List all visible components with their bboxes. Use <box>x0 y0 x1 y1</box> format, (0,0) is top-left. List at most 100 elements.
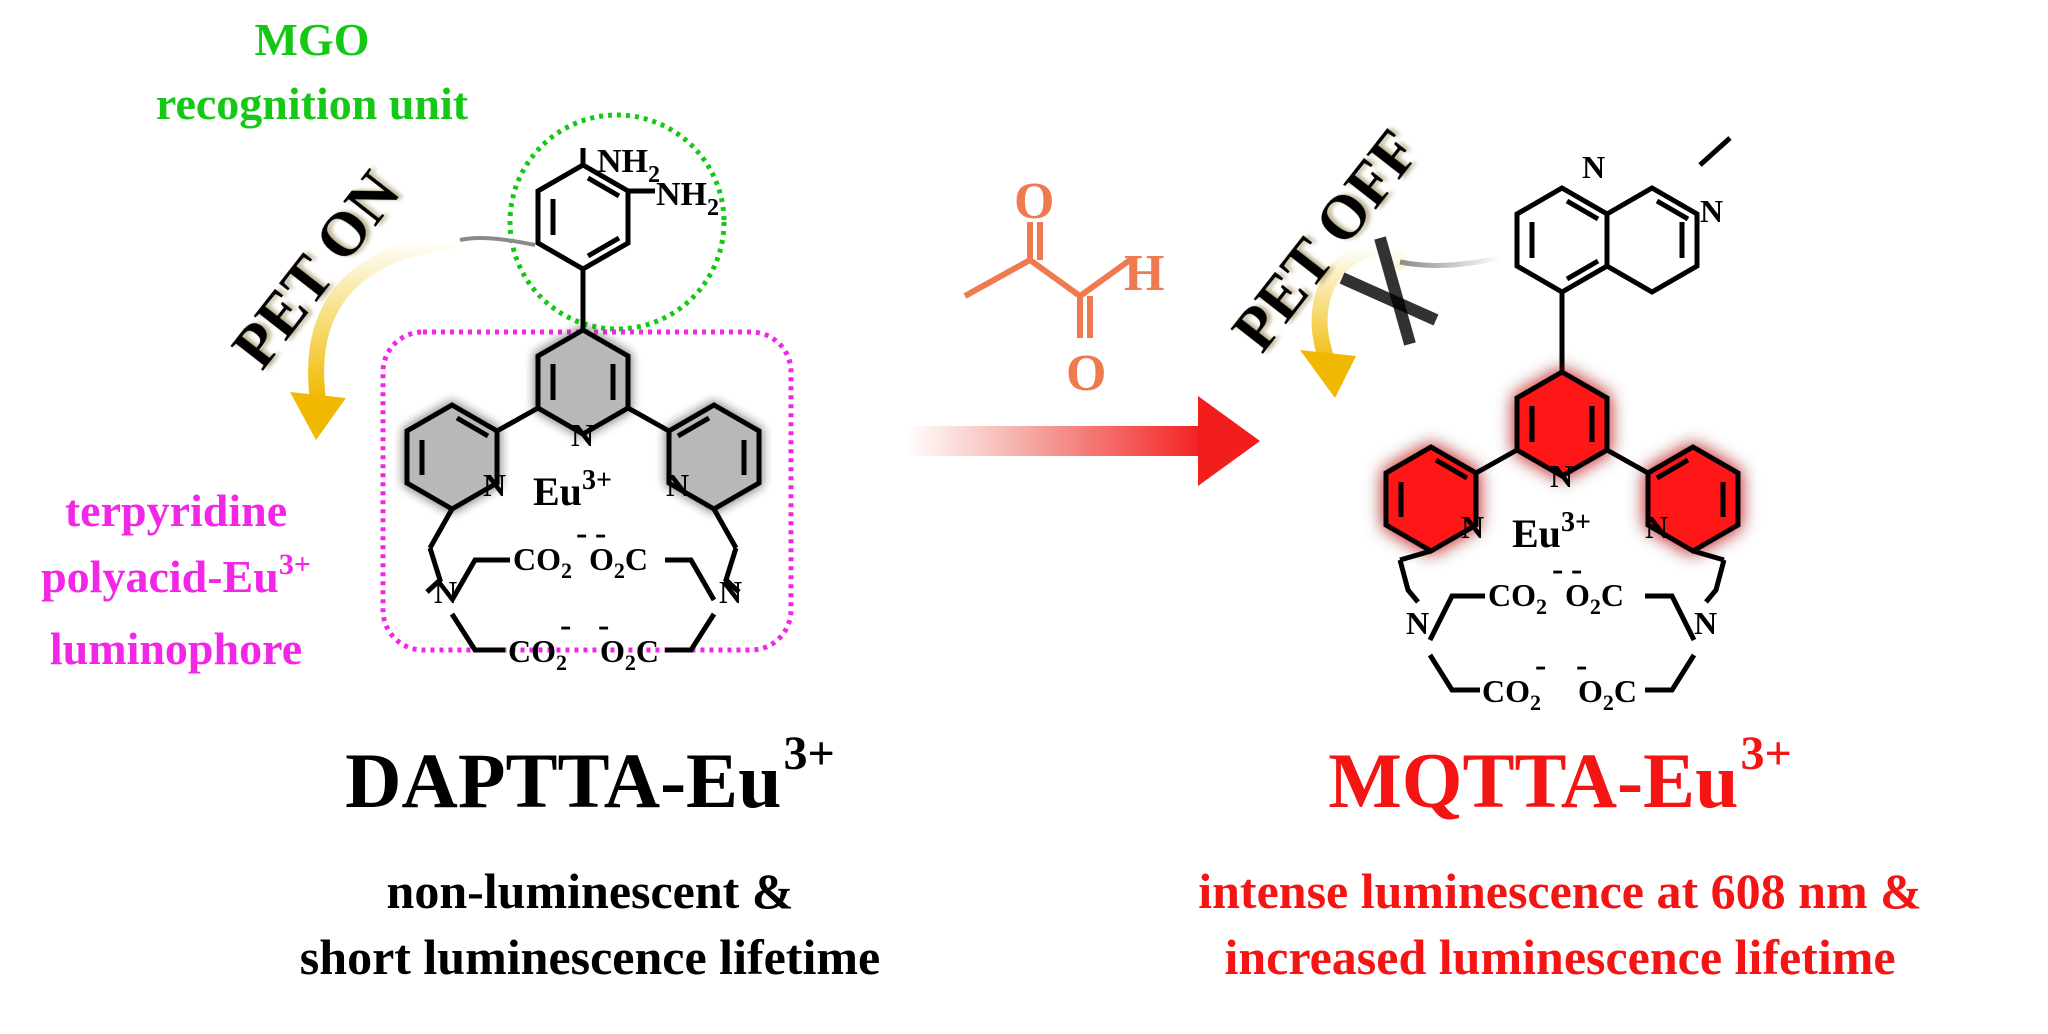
eu-label-left: Eu <box>533 469 582 514</box>
n-quinox-1: N <box>1582 149 1605 185</box>
pet-off-gray-line <box>1399 255 1501 268</box>
svg-text:CO2: CO2 <box>513 541 572 583</box>
terpyridine-red <box>1383 369 1741 554</box>
daptta-name: DAPTTA-Eu <box>345 737 782 824</box>
minus-bottom-left-2: - <box>598 607 609 644</box>
svg-text:NH2: NH2 <box>597 143 660 188</box>
o2c-c-top-left: C <box>625 541 648 577</box>
block-cross-2 <box>1374 236 1416 346</box>
nh2-label-2: NH <box>656 176 707 213</box>
co2-sub-top-right: 2 <box>1536 594 1547 619</box>
recognition-unit-line1: MGO <box>254 14 370 65</box>
quinoxaline-ring <box>1514 136 1732 372</box>
n-quinox-2: N <box>1700 193 1723 229</box>
co2-bottom-right: CO <box>1482 673 1530 709</box>
nh2-sub-1: 2 <box>648 162 660 188</box>
o2c-sub-bottom-right: 2 <box>1603 690 1614 715</box>
pet-off-arrowhead <box>1300 350 1356 398</box>
o2c-bottom-right: O <box>1578 673 1603 709</box>
luminophore-label: terpyridine polyacid-Eu3+ luminophore <box>0 478 352 682</box>
mqtta-name: MQTTA-Eu <box>1328 737 1739 824</box>
block-cross-1 <box>1339 272 1439 326</box>
daptta-title: DAPTTA-Eu3+ <box>290 730 890 820</box>
n-right-right: N <box>1645 509 1668 545</box>
luminophore-line2-text: polyacid-Eu <box>41 551 279 602</box>
o2c-sub-top-right: 2 <box>1590 594 1601 619</box>
o2c-c-bottom-left: C <box>636 633 659 669</box>
pet-on-group: PET ON <box>219 159 536 440</box>
macrocycle-right <box>1397 559 1727 693</box>
daptta-desc-line2: short luminescence lifetime <box>299 929 881 985</box>
mqtta-desc-line2: increased luminescence lifetime <box>1224 929 1896 985</box>
o2c-bottom-left: O <box>600 633 625 669</box>
mqtta-structure <box>1383 136 1741 693</box>
minus-bottom-right-2: - <box>1576 647 1587 684</box>
recognition-unit-line2: recognition unit <box>155 78 469 129</box>
co2-sub-bottom-right: 2 <box>1530 690 1541 715</box>
svg-text:NH2: NH2 <box>656 176 719 221</box>
mqtta-title: MQTTA-Eu3+ <box>1280 730 1840 820</box>
n-macro-right-1: N <box>719 574 742 610</box>
n-macro-right-2: N <box>1694 605 1717 641</box>
pet-on-arrow <box>308 232 468 408</box>
luminophore-line2-sup: 3+ <box>278 548 311 581</box>
mqtta-desc-line1: intense luminescence at 608 nm & <box>1198 863 1922 919</box>
daptta-charge: 3+ <box>783 727 835 780</box>
pet-on-arrowhead <box>290 392 346 440</box>
eu-sup-left: 3+ <box>582 465 612 496</box>
pet-off-group: PET OFF <box>1219 118 1501 398</box>
co2-top-right: CO <box>1488 577 1536 613</box>
daptta-description: non-luminescent & short luminescence lif… <box>180 858 1000 990</box>
minus-top-left-2: - <box>595 515 606 552</box>
n-central-left: N <box>571 417 594 453</box>
o2c-top-right: O <box>1565 577 1590 613</box>
svg-text:CO2: CO2 <box>1482 673 1541 715</box>
o2c-c-top-right: C <box>1601 577 1624 613</box>
svg-text:O2C: O2C <box>1565 577 1624 619</box>
daptta-atom-labels: NH2 NH2 N N N Eu3+ N N CO2 O2C - - CO2 -… <box>434 143 742 675</box>
n-left-right: N <box>1461 509 1484 545</box>
n-central-right: N <box>1550 458 1573 494</box>
luminophore-line1: terpyridine <box>64 485 288 536</box>
methylglyoxal-labels: O O H <box>1014 173 1164 402</box>
macrocycle-left <box>425 547 741 653</box>
minus-top-right-1: - <box>1552 551 1563 588</box>
daptta-structure <box>380 112 794 653</box>
pet-on-gray-line <box>459 235 536 247</box>
co2-sub-bottom-left: 2 <box>556 650 567 675</box>
terpyridine-bonds <box>419 300 747 550</box>
mqtta-atom-labels: N N N N N Eu3+ N N CO2 O2C - - CO2 - O2C… <box>1406 149 1723 715</box>
reaction-arrow-group <box>906 396 1260 486</box>
svg-text:O2C: O2C <box>1578 673 1637 715</box>
nh2-sub-2: 2 <box>707 195 719 221</box>
svg-text:O2C: O2C <box>600 633 659 675</box>
luminophore-line2: polyacid-Eu3+ <box>0 544 352 616</box>
o2c-sub-bottom-left: 2 <box>625 650 636 675</box>
n-right-left: N <box>666 467 689 503</box>
reagent-h: H <box>1124 245 1164 302</box>
co2-bottom-left: CO <box>508 633 556 669</box>
minus-bottom-left-1: - <box>560 607 571 644</box>
o2c-sub-top-left: 2 <box>614 558 625 583</box>
terpyridine-red-bonds <box>1398 406 1726 563</box>
reagent-o-bottom: O <box>1066 345 1106 402</box>
co2-top-left: CO <box>513 541 561 577</box>
methylglyoxal-structure <box>963 222 1132 338</box>
svg-text:O2C: O2C <box>589 541 648 583</box>
svg-text:CO2: CO2 <box>1488 577 1547 619</box>
reaction-arrow-shaft <box>906 426 1206 456</box>
eu-label-right: Eu <box>1512 511 1561 556</box>
svg-text:Eu3+: Eu3+ <box>533 465 612 514</box>
recognition-unit-label: MGO recognition unit <box>82 8 542 136</box>
mqtta-charge: 3+ <box>1740 727 1792 780</box>
reagent-o-top: O <box>1014 173 1054 230</box>
n-left-left: N <box>483 467 506 503</box>
daptta-desc-line1: non-luminescent & <box>386 863 794 919</box>
minus-top-left-1: - <box>576 515 587 552</box>
nh2-label-1: NH <box>597 143 648 180</box>
mqtta-description: intense luminescence at 608 nm & increas… <box>1080 858 2040 990</box>
pet-off-arrow <box>1311 239 1408 376</box>
o2c-top-left: O <box>589 541 614 577</box>
svg-text:Eu3+: Eu3+ <box>1512 507 1591 556</box>
